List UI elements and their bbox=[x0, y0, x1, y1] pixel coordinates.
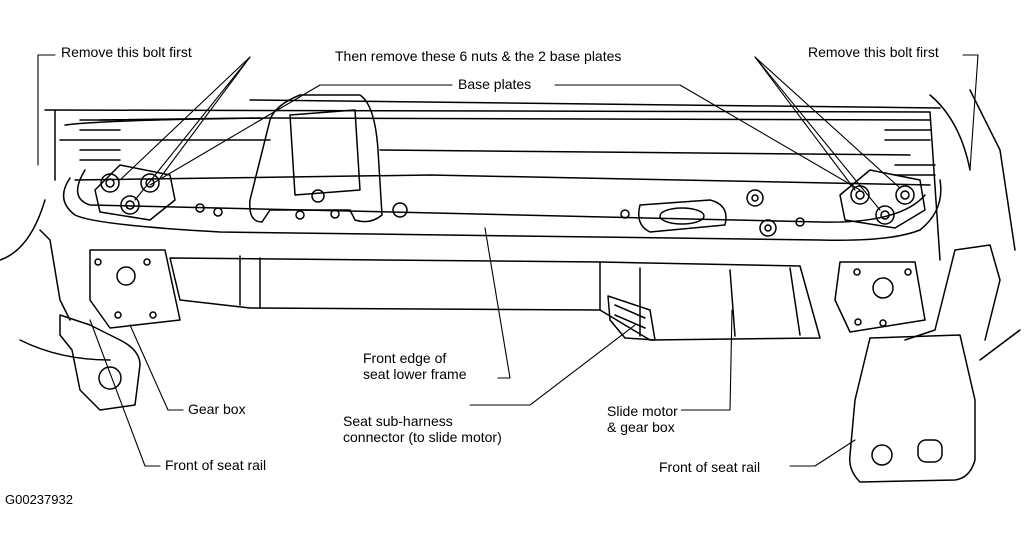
label-gear-box: Gear box bbox=[185, 401, 249, 417]
figure-id: G00237932 bbox=[2, 492, 76, 508]
front-edge-tube bbox=[62, 169, 942, 242]
left-seat-rail bbox=[39, 229, 141, 411]
label-remove-bolt-left: Remove this bolt first bbox=[58, 44, 195, 60]
harness-connector bbox=[607, 295, 656, 341]
right-seat-rail bbox=[848, 244, 1001, 483]
right-base-plate bbox=[839, 129, 936, 229]
frame-holes bbox=[195, 199, 805, 233]
center-bracket bbox=[249, 94, 383, 223]
middle-nuts bbox=[746, 189, 777, 237]
right-gear-box bbox=[834, 261, 926, 333]
vehicle-body-outline bbox=[0, 89, 1021, 361]
label-remove-bolt-right: Remove this bolt first bbox=[805, 44, 942, 60]
label-front-rail-right: Front of seat rail bbox=[656, 459, 764, 475]
label-remove-nuts: Then remove these 6 nuts & the 2 base pl… bbox=[332, 48, 625, 64]
left-base-plate bbox=[79, 119, 176, 221]
label-slide-motor: Slide motor & gear box bbox=[604, 403, 681, 435]
slide-motor-body bbox=[169, 255, 821, 341]
left-gear-box bbox=[89, 249, 181, 329]
label-front-edge: Front edge of seat lower frame bbox=[360, 350, 470, 382]
label-base-plates: Base plates bbox=[455, 76, 535, 92]
leader-lines bbox=[37, 54, 979, 467]
label-sub-harness: Seat sub-harness connector (to slide mot… bbox=[340, 413, 505, 445]
label-front-rail-left: Front of seat rail bbox=[162, 457, 270, 473]
